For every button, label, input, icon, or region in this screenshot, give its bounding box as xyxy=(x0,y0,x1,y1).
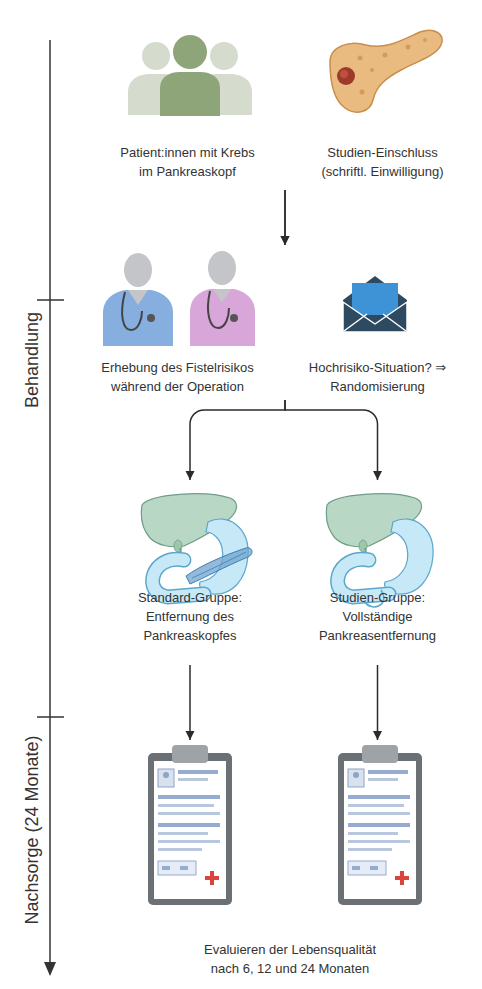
phase-label: Nachsorge (24 Monate) xyxy=(21,700,43,960)
step-node: Erhebung des Fistelrisikos während der O… xyxy=(70,245,285,400)
tumor-spot xyxy=(337,67,355,85)
doctors-icon xyxy=(103,251,255,346)
clipboard-icon xyxy=(148,745,232,905)
step-caption: Evaluieren der Lebensqualität nach 6, 12… xyxy=(190,940,390,978)
flow-arrow xyxy=(284,190,286,245)
step-caption: Studien-Gruppe: Vollständige Pankreasent… xyxy=(315,588,440,645)
step-caption: Patient:innen mit Krebs im Pankreaskopf xyxy=(115,143,260,181)
pancreas-texture xyxy=(423,38,427,42)
step-caption: Standard-Gruppe: Entfernung des Pankreas… xyxy=(128,588,253,645)
person-head xyxy=(142,42,170,70)
pancreas-duct xyxy=(192,552,246,578)
person-body xyxy=(160,72,220,116)
stethoscope-line xyxy=(208,291,229,328)
timeline-tick xyxy=(37,716,64,718)
timeline-axis xyxy=(49,40,51,966)
clipboard-icon xyxy=(338,745,422,905)
anatomy-standard xyxy=(141,494,252,597)
flow-arrow xyxy=(189,665,191,740)
flow-arrow xyxy=(377,665,379,740)
envelope-icon xyxy=(343,276,407,332)
pancreas-texture xyxy=(406,45,411,50)
stethoscope-bell xyxy=(230,314,238,322)
timeline-arrowhead xyxy=(44,962,56,976)
pancreas-texture xyxy=(358,56,363,61)
flow-arrow xyxy=(190,400,285,480)
doctor-head xyxy=(124,253,152,287)
doctor-body xyxy=(190,289,255,346)
pancreas-remnant xyxy=(186,548,252,584)
doctor-neck xyxy=(213,289,231,303)
step-node: Studien-Einschluss (schriftl. Einwilligu… xyxy=(285,35,480,190)
patients-icon xyxy=(128,35,252,116)
flow-arrow xyxy=(285,400,378,480)
doctor-head xyxy=(208,251,236,285)
doctor-body xyxy=(103,290,173,346)
envelope-back xyxy=(343,276,407,332)
step-node: Standard-Gruppe: Entfernung des Pankreas… xyxy=(95,480,285,665)
doctor-neck xyxy=(128,290,148,305)
anatomy-study xyxy=(326,494,433,607)
pancreas-icon xyxy=(330,30,442,112)
person-head xyxy=(210,42,238,70)
pancreas-texture xyxy=(360,90,365,95)
stethoscope-bell xyxy=(147,314,155,322)
step-caption: Studien-Einschluss (schriftl. Einwilligu… xyxy=(310,143,455,181)
envelope-front xyxy=(343,302,407,332)
organ-set xyxy=(326,494,433,597)
pancreas-texture xyxy=(383,53,388,58)
stethoscope-line xyxy=(122,292,142,330)
envelope-letter xyxy=(352,283,398,315)
step-node: Patient:innen mit Krebs im Pankreaskopf xyxy=(90,35,285,190)
step-node: Studien-Gruppe: Vollständige Pankreasent… xyxy=(285,480,470,665)
step-node: Hochrisiko-Situation? ⇒ Randomisierung xyxy=(285,245,470,400)
step-caption: Hochrisiko-Situation? ⇒ Randomisierung xyxy=(308,358,448,396)
flow-arrow xyxy=(284,190,286,245)
phase-label: Behandlung xyxy=(21,230,43,490)
tumor-highlight xyxy=(340,70,348,78)
step-caption: Erhebung des Fistelrisikos während der O… xyxy=(95,358,260,396)
person-head xyxy=(173,35,207,69)
pancreas-texture xyxy=(370,68,374,72)
timeline-tick xyxy=(37,299,64,301)
pancreas-shape xyxy=(330,30,442,112)
envelope-fold xyxy=(344,314,406,331)
step-node: Evaluieren der Lebensqualität nach 6, 12… xyxy=(120,740,460,975)
